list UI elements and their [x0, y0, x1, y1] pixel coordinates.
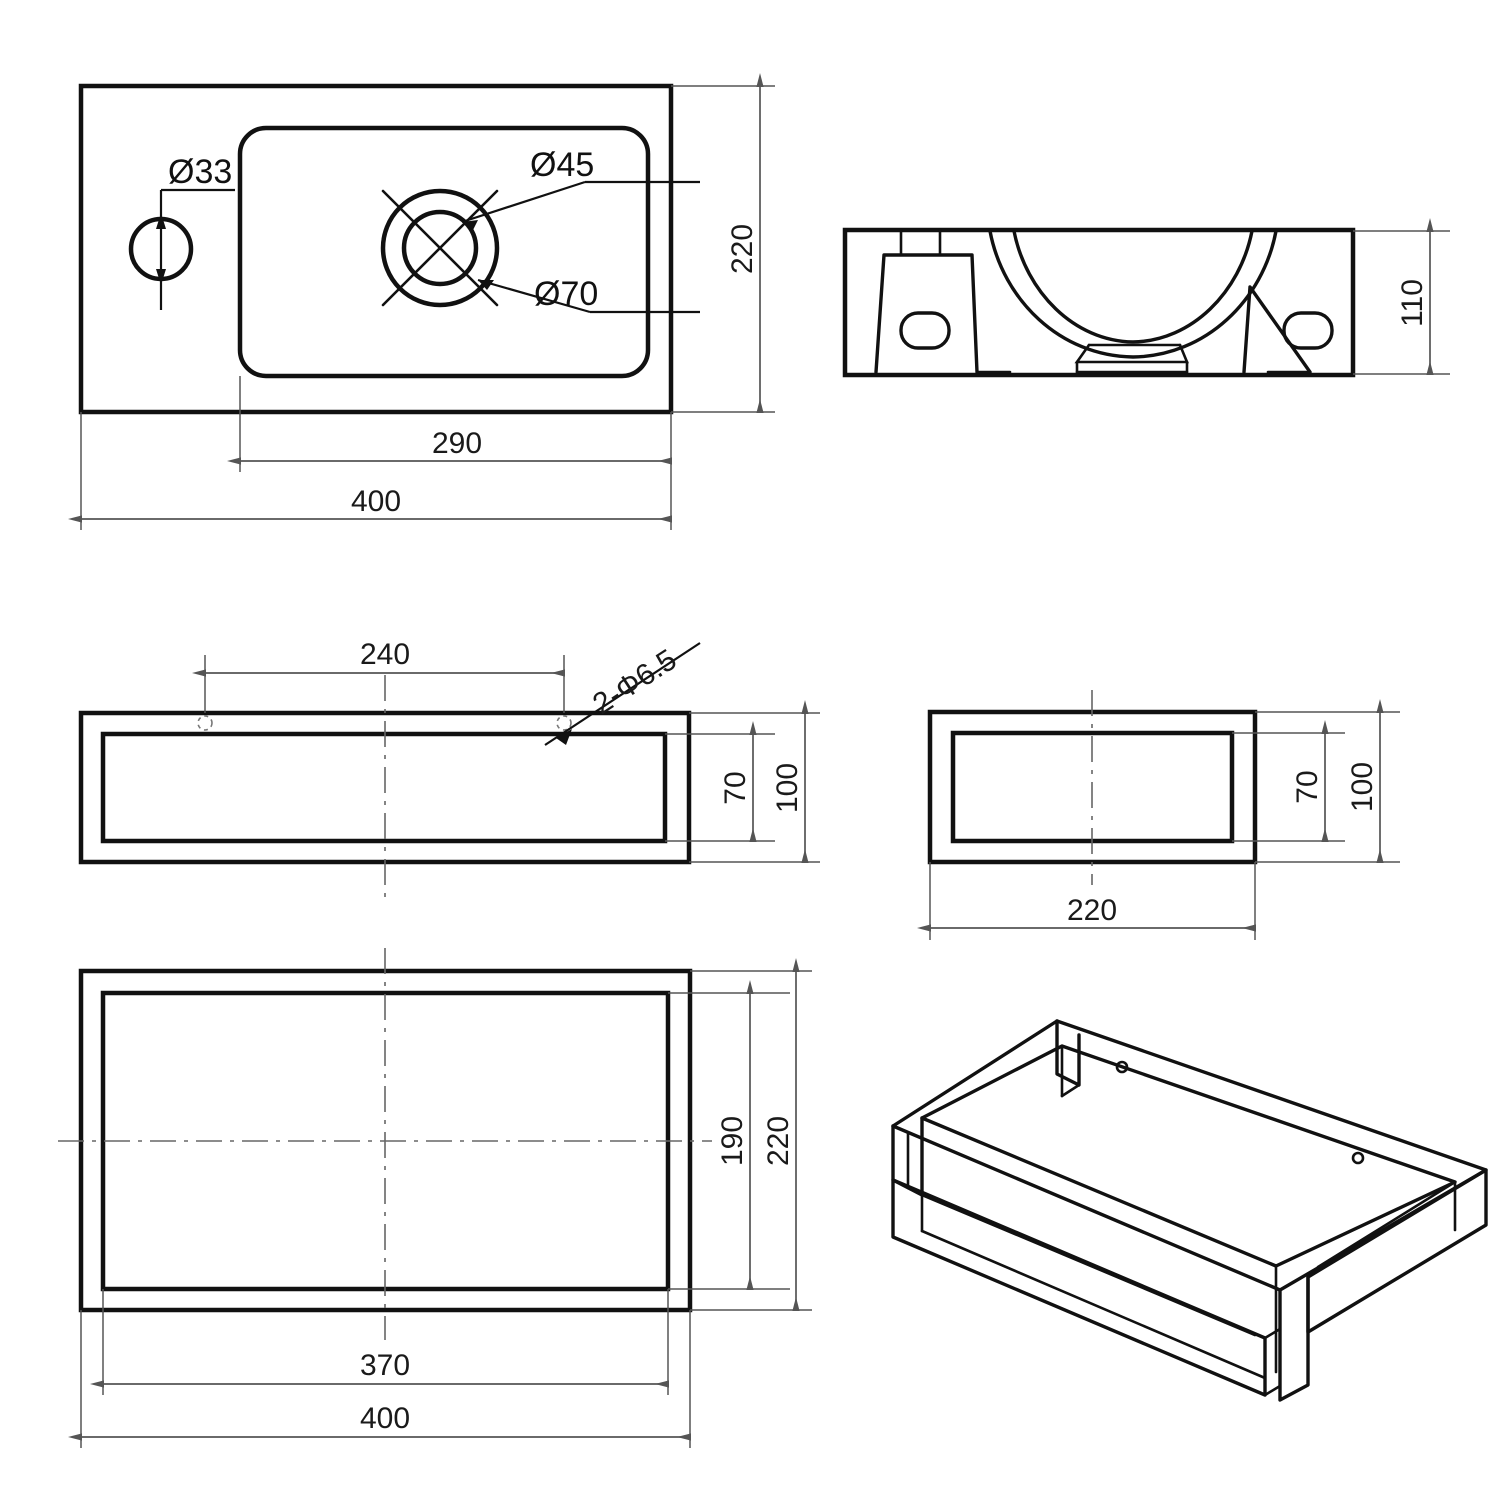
holes-leader-arrow [556, 729, 572, 745]
label-frame-side-220: 220 [1067, 894, 1117, 927]
label-diameter-70: Ø70 [534, 275, 598, 313]
frame-top-hole-left [197, 715, 213, 731]
iso-lower-front-joint-b [1263, 1384, 1282, 1397]
tap-hole-arrow-bottom [156, 269, 166, 285]
d45-leader-line [461, 180, 586, 224]
label-frame-front-220: 220 [762, 1116, 795, 1166]
d70-leader-arrow [478, 280, 494, 290]
iso-lower-left-rail-inner [920, 1193, 1257, 1337]
frame-top-hole-right [556, 715, 572, 731]
label-frame-front-190: 190 [716, 1116, 749, 1166]
label-frame-top-70: 70 [719, 771, 752, 804]
basin-bowl-outline [237, 125, 651, 379]
label-frame-front-400: 400 [360, 1402, 410, 1435]
section-drain-boss [1074, 343, 1189, 364]
view-frame-front: 190 220 370 400 [58, 948, 812, 1448]
drain-outer-circle [380, 188, 500, 308]
frame-top-inner [100, 731, 668, 844]
section-bowl-inner-curve [1012, 229, 1254, 344]
section-outline [842, 227, 1356, 378]
view-basin-top: Ø33 Ø45 Ø70 220 290 400 [68, 73, 775, 530]
label-frame-side-100: 100 [1346, 762, 1379, 812]
iso-hole-right [1351, 1151, 1365, 1165]
label-frame-front-370: 370 [360, 1349, 410, 1382]
iso-lower-front-joint-a [1263, 1327, 1282, 1340]
holes-leader-line [544, 642, 701, 746]
label-height-220: 220 [726, 224, 759, 274]
view-frame-isometric [891, 1019, 1488, 1402]
drain-inner-circle [401, 209, 479, 287]
label-height-110: 110 [1396, 279, 1429, 327]
label-width-290: 290 [432, 427, 482, 460]
section-left-oval-hole [899, 311, 951, 350]
iso-right-rail-edge-b [1316, 1180, 1457, 1269]
drain-cross-line-b [381, 189, 499, 307]
view-frame-side: 70 100 220 [917, 690, 1400, 940]
label-frame-side-70: 70 [1291, 770, 1324, 803]
basin-outline [78, 83, 674, 415]
iso-hole-left [1115, 1060, 1129, 1074]
label-width-240: 240 [360, 638, 410, 671]
d45-leader-arrow [462, 220, 478, 230]
view-basin-section: 110 [842, 218, 1450, 378]
section-left-block [874, 253, 979, 374]
section-right-oval-hole [1282, 311, 1334, 350]
iso-post-back-left-foot [1060, 1083, 1081, 1098]
label-frame-top-100: 100 [771, 763, 804, 813]
d70-leader-line [477, 278, 591, 314]
label-width-400: 400 [351, 485, 401, 518]
label-diameter-33: Ø33 [168, 153, 232, 191]
iso-shelf-line [920, 1229, 1267, 1380]
label-diameter-45: Ø45 [530, 146, 594, 184]
iso-post-back-left [1055, 1019, 1081, 1087]
tap-hole-arrow-top [156, 213, 166, 229]
